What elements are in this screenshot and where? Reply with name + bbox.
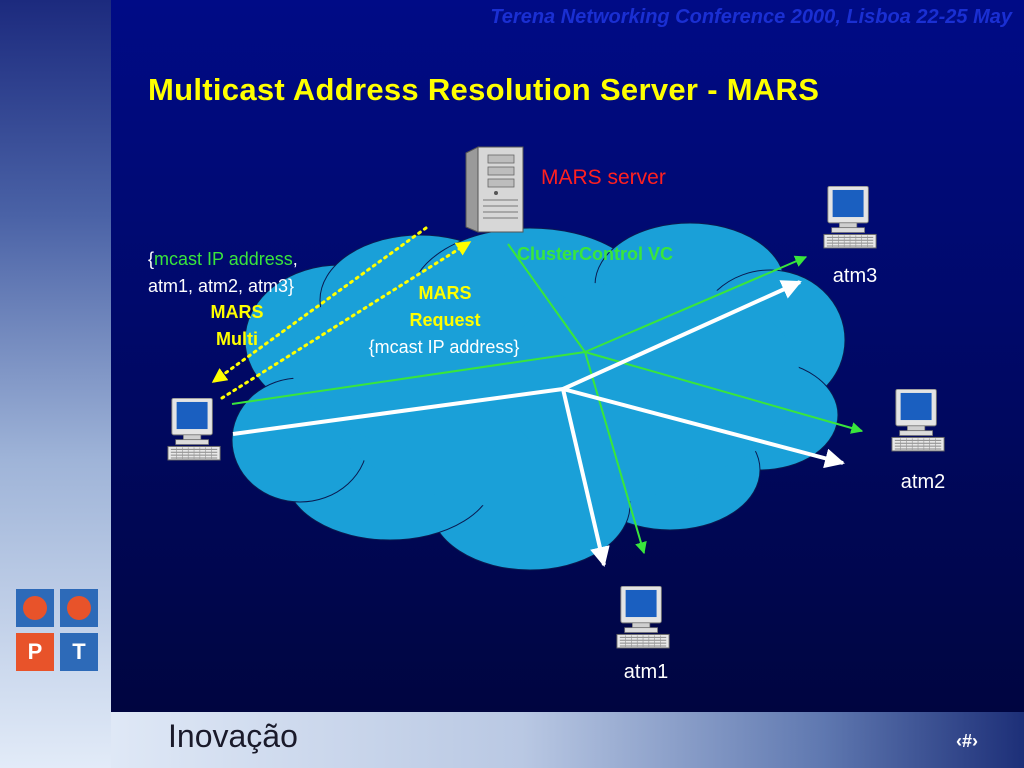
mars-multi-list-line2: atm1, atm2, atm3} (148, 276, 294, 296)
page-number: ‹#› (956, 731, 978, 751)
logo-tile-top-left (16, 589, 54, 627)
logo-tile-p: P (16, 633, 54, 671)
logo-dot-left (23, 596, 47, 620)
mars-request-label-1: MARS (419, 283, 472, 303)
atm1-label: atm1 (624, 661, 668, 683)
footer-brand: Inovação (168, 718, 298, 754)
atm2-label: atm2 (901, 471, 945, 493)
atm3-label: atm3 (833, 265, 877, 287)
slide-title: Multicast Address Resolution Server - MA… (148, 72, 820, 107)
mars-diagram: MARS server ClusterControl VC {mcast IP … (148, 146, 945, 683)
logo-tile-t: T (60, 633, 98, 671)
mars-multi-arrow (211, 226, 428, 384)
mars-signalling (211, 226, 472, 400)
mars-server-icon (465, 146, 524, 233)
logo-letter-p: P (27, 639, 43, 664)
multicast-data-vc (232, 280, 845, 567)
atm2-host-icon (891, 389, 945, 452)
atm3-host-icon (823, 186, 877, 249)
mars-request-label-2: Request (409, 310, 480, 330)
atm1-host-icon (616, 586, 670, 649)
logo-dot-right (67, 596, 91, 620)
mars-server-label: MARS server (541, 166, 666, 189)
pt-logo: P T (16, 589, 98, 671)
logo-tile-top-right (60, 589, 98, 627)
mars-multi-list: {mcast IP address, (148, 249, 298, 269)
mars-request-arrow (220, 240, 472, 400)
cluster-control-vc (231, 243, 864, 555)
source-host-icon (167, 398, 221, 461)
mars-request-address: {mcast IP address} (369, 337, 520, 357)
cluster-control-vc-label: ClusterControl VC (517, 244, 673, 264)
footer-bar (111, 712, 1024, 768)
mars-multi-label-1: MARS (211, 302, 264, 322)
atm-network-cloud (231, 222, 846, 571)
mars-multi-label-2: Multi (216, 329, 258, 349)
logo-letter-t: T (72, 639, 86, 664)
conference-header: Terena Networking Conference 2000, Lisbo… (490, 6, 1012, 28)
